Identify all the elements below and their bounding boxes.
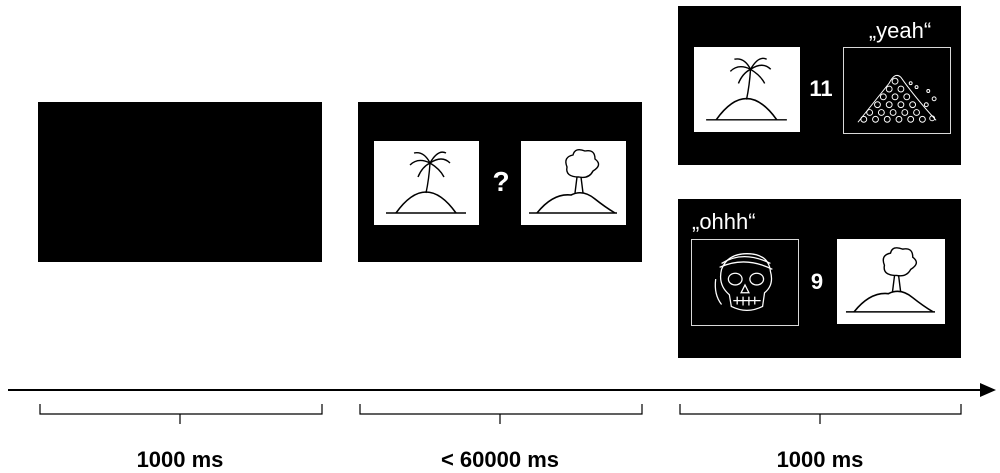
lose-outcome-screen: „ohhh“ 9 [678,199,961,358]
volcano-island-icon [529,148,617,214]
blank-screen [38,102,322,262]
palm-island-card [374,141,479,225]
palm-island-icon [386,151,466,214]
treasure-card [843,47,951,134]
lose-score: 9 [810,269,824,294]
volcano-island-card [837,239,945,324]
win-score: 11 [809,76,833,101]
palm-island-card [694,47,800,132]
win-outcome-screen: 11 „yeah“ [678,6,961,165]
time-axis [8,383,996,397]
duration-label-stage-1: 1000 ms [136,447,224,472]
pirate-skull-icon [714,253,773,311]
duration-label-stage-2: < 60000 ms [440,447,560,472]
volcano-island-card [521,141,626,225]
win-reaction: „yeah“ [868,18,932,43]
lose-reaction: „ohhh“ [692,209,756,234]
brace-stage-3 [679,404,962,424]
skull-card [691,239,799,326]
brace-stage-2 [359,404,643,424]
treasure-pile-icon [857,74,937,123]
choice-screen: ? [358,102,642,262]
palm-island-icon [706,57,787,121]
question-mark: ? [492,166,510,197]
duration-label-stage-3: 1000 ms [776,447,864,472]
arrow-head-icon [980,383,996,397]
brace-stage-1 [39,404,323,424]
volcano-island-icon [845,247,936,313]
